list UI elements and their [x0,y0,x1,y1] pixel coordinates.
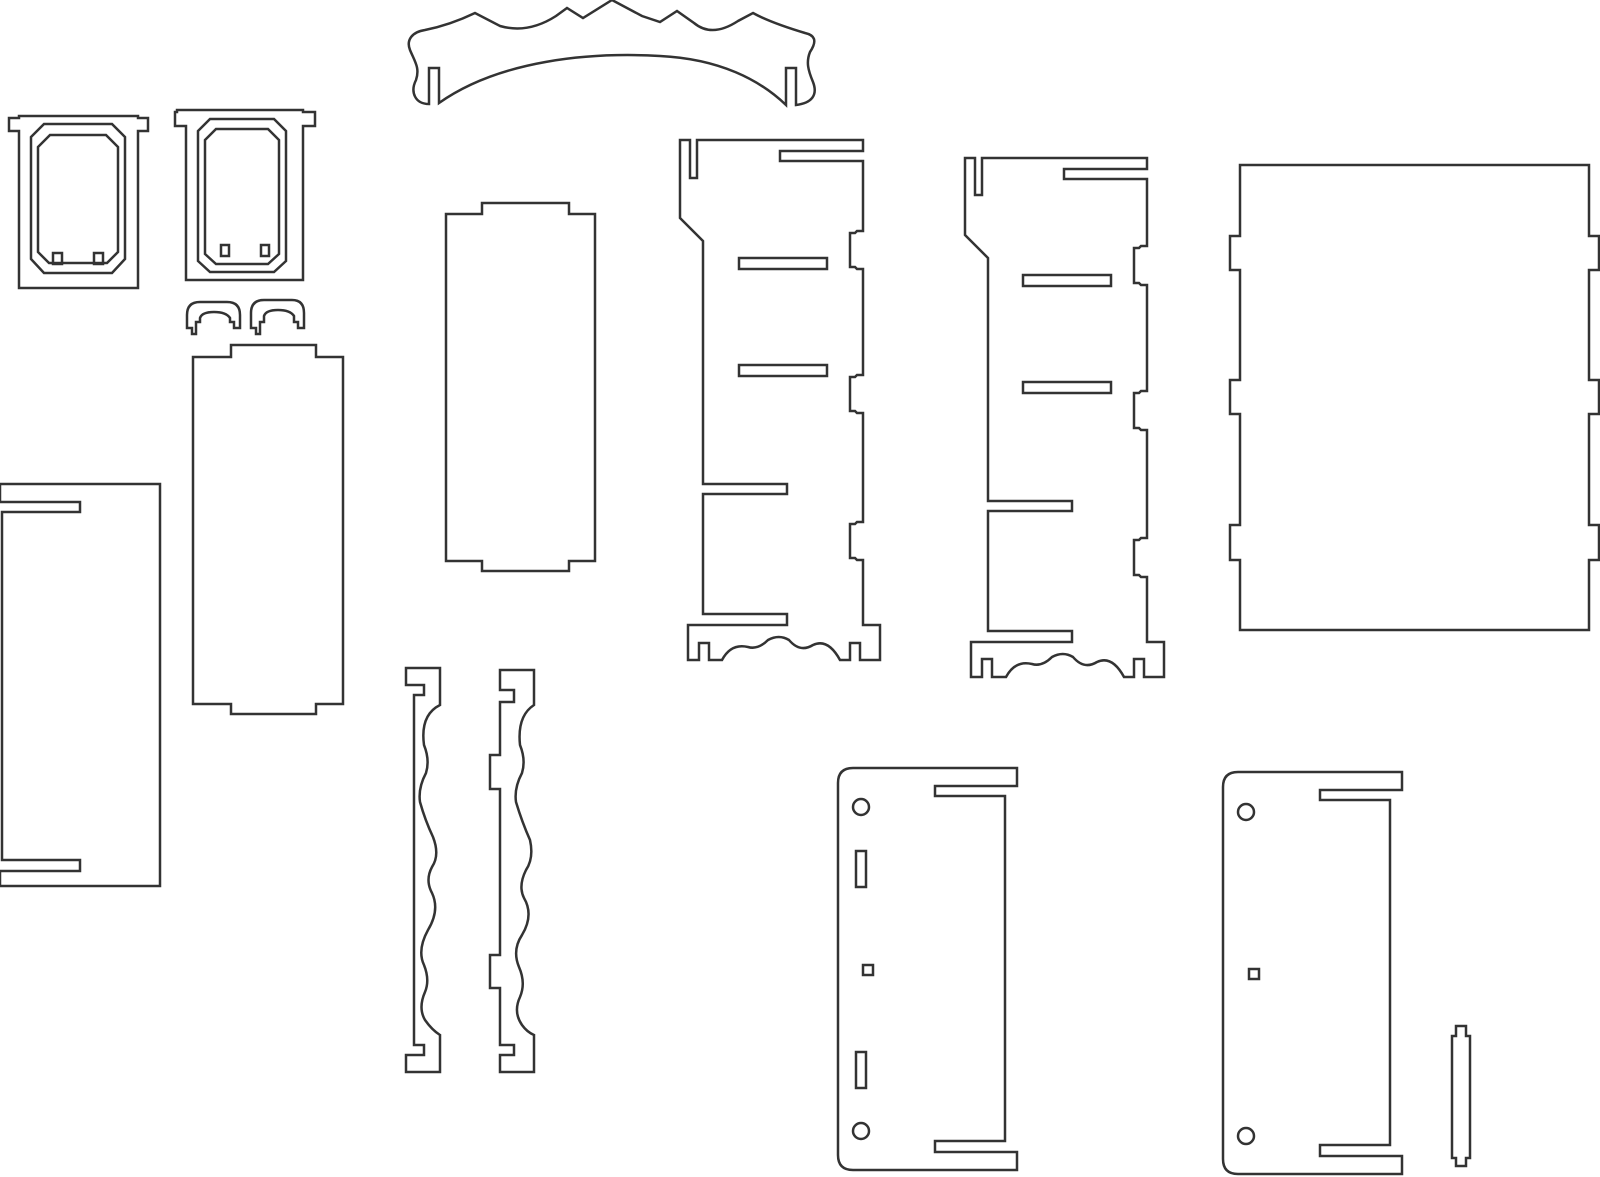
large-back-panel [1228,163,1600,632]
small-clip-left [185,300,242,336]
top-arch-crest [407,0,816,108]
hinged-base-panel-2 [1221,770,1404,1176]
tabbed-panel-small [191,343,345,716]
tabbed-panel-center [444,201,597,573]
tower-side-panel-1 [678,138,882,662]
narrow-pin [1450,1024,1472,1168]
wavy-strip-right [488,668,536,1074]
tower-side-panel-2 [963,156,1166,679]
small-clip-right [249,298,306,336]
wavy-strip-left [404,666,442,1074]
hinged-base-panel-1 [836,766,1019,1172]
window-frame-right [173,108,317,282]
slotted-side-panel-left [0,482,162,888]
window-frame-left [7,114,150,290]
